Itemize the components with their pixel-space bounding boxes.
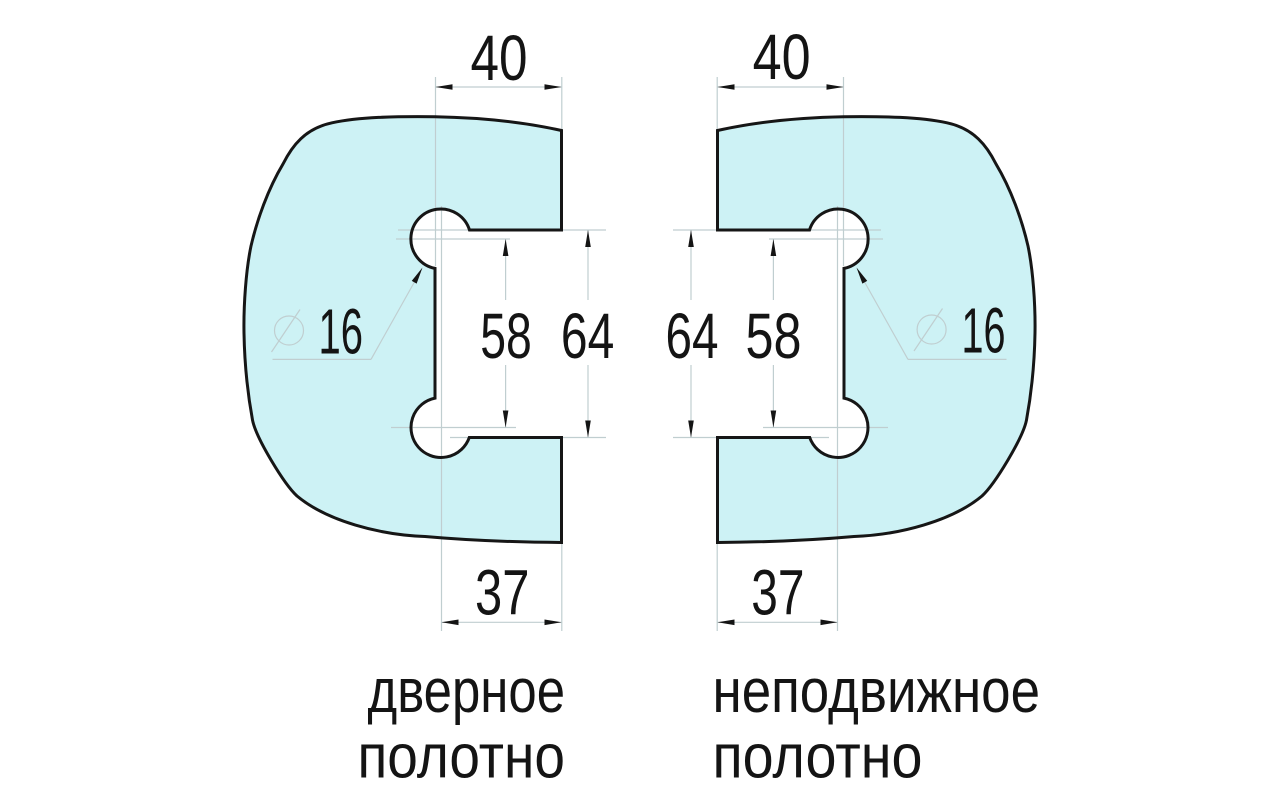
svg-text:40: 40 [471, 22, 528, 94]
svg-text:64: 64 [561, 300, 614, 372]
svg-text:40: 40 [753, 21, 811, 93]
svg-text:полотно: полотно [713, 722, 923, 792]
svg-text:16: 16 [962, 295, 1006, 367]
svg-text:58: 58 [480, 300, 532, 372]
svg-text:неподвижное: неподвижное [713, 656, 1041, 726]
svg-text:37: 37 [475, 557, 529, 629]
svg-text:37: 37 [751, 557, 804, 629]
svg-text:58: 58 [746, 300, 802, 372]
svg-text:16: 16 [319, 296, 364, 368]
svg-text:дверное: дверное [368, 656, 566, 726]
svg-text:64: 64 [666, 300, 719, 372]
svg-text:полотно: полотно [358, 722, 566, 792]
